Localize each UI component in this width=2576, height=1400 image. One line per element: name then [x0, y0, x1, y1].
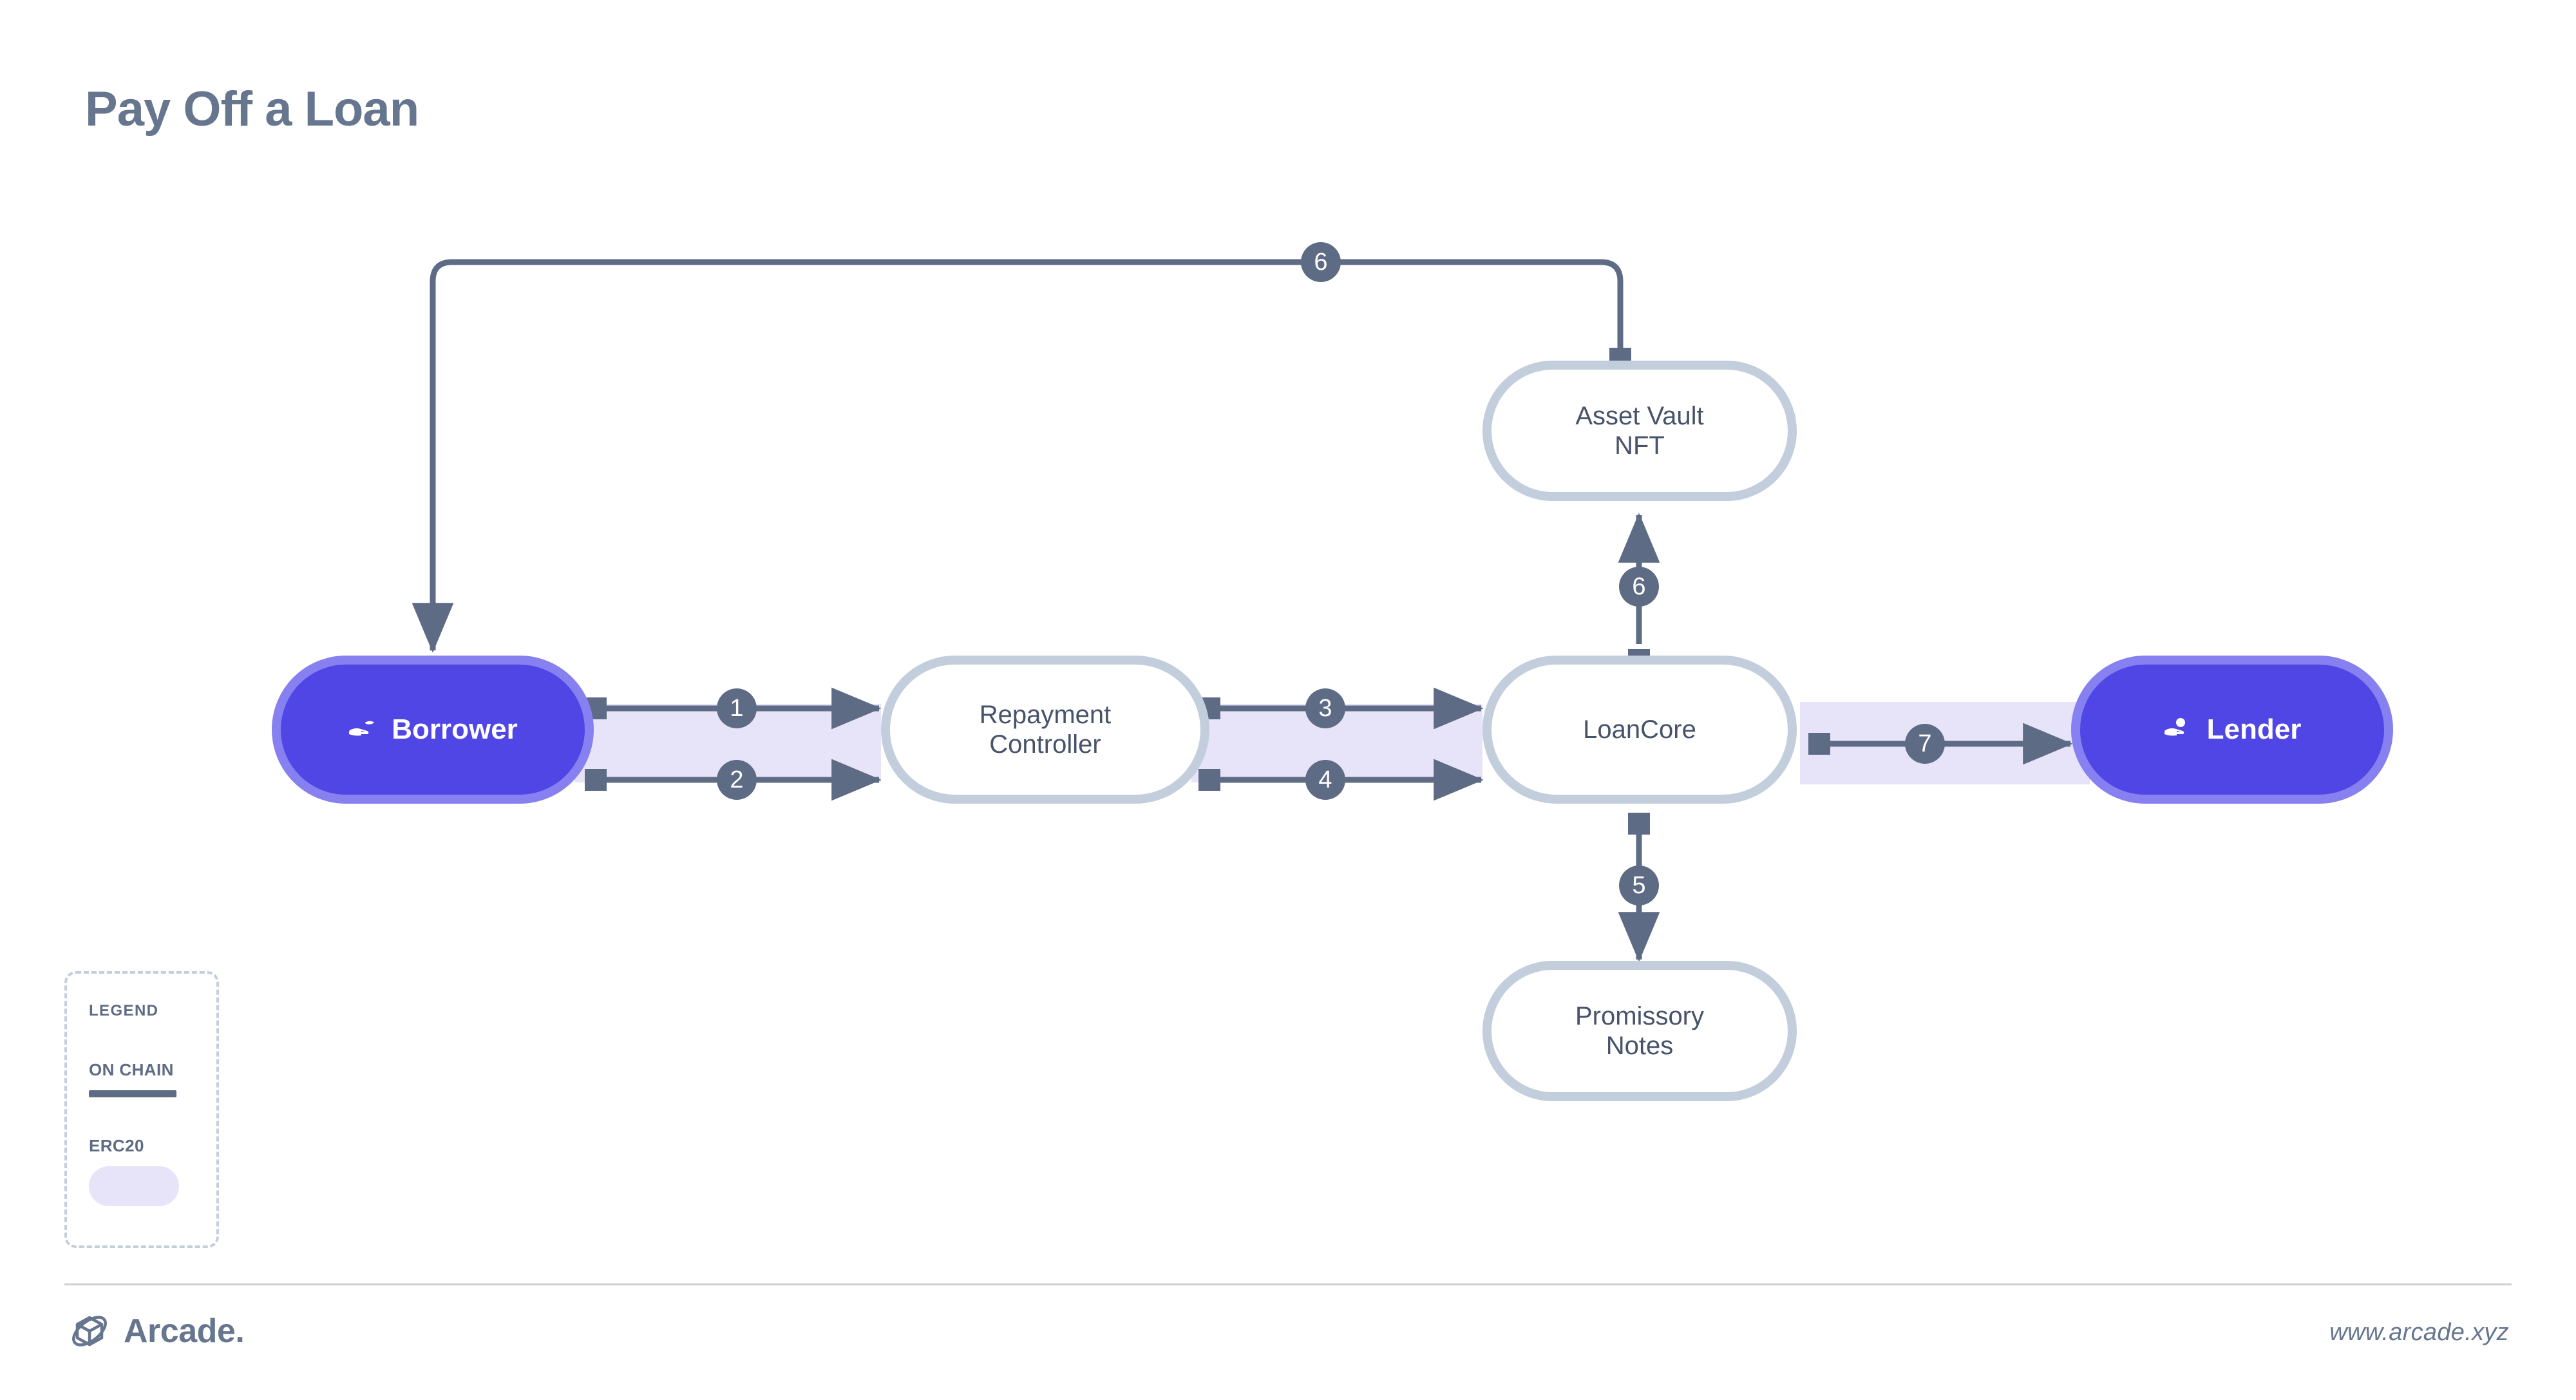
node-promissory-notes-label: Promissory Notes [1575, 1001, 1704, 1061]
node-borrower-label: Borrower [392, 714, 518, 745]
node-asset-vault-nft-label-line1: Asset Vault [1575, 401, 1704, 430]
node-loancore-label: LoanCore [1583, 715, 1696, 744]
page-title: Pay Off a Loan [85, 82, 419, 137]
node-lender[interactable]: Lender [2071, 656, 2393, 804]
step-badge-5: 5 [1619, 866, 1659, 905]
step-badge-4: 4 [1305, 760, 1345, 800]
step-badge-1-label: 1 [730, 695, 744, 722]
legend-item-erc20-label: ERC20 [89, 1136, 144, 1155]
step-badge-2-label: 2 [730, 766, 744, 793]
legend-item-on-chain-label: ON CHAIN [89, 1060, 174, 1079]
step-badge-1: 1 [717, 688, 757, 728]
edge-6-vault-borrower-path [412, 259, 1624, 653]
node-promissory-notes-label-line2: Notes [1605, 1032, 1674, 1060]
step-badge-6-vault-borrower: 6 [1301, 242, 1341, 282]
node-promissory-notes-label-line1: Promissory [1575, 1001, 1705, 1030]
legend-title: LEGEND [89, 1002, 159, 1019]
node-repayment-controller[interactable]: Repayment Controller [881, 656, 1209, 804]
step-badge-6-loancore-vault-label: 6 [1632, 573, 1646, 600]
step-badge-6-loancore-vault: 6 [1619, 567, 1659, 607]
step-badge-6-vault-borrower-label: 6 [1314, 249, 1328, 276]
edge-4-source-marker [1198, 769, 1220, 791]
node-repayment-controller-label-line2: Controller [989, 730, 1101, 759]
step-badge-5-label: 5 [1632, 872, 1646, 899]
node-lender-label: Lender [2206, 714, 2302, 745]
step-badge-3: 3 [1305, 688, 1345, 728]
node-asset-vault-nft[interactable]: Asset Vault NFT [1482, 361, 1797, 501]
step-badge-7: 7 [1905, 724, 1945, 764]
step-badge-3-label: 3 [1318, 695, 1332, 722]
step-badge-7-label: 7 [1918, 730, 1932, 757]
node-promissory-notes[interactable]: Promissory Notes [1482, 961, 1797, 1101]
node-borrower[interactable]: Borrower [272, 656, 594, 804]
node-repayment-controller-label: Repayment Controller [980, 700, 1112, 760]
node-repayment-controller-label-line1: Repayment [979, 700, 1112, 729]
footer-divider [64, 1283, 2512, 1285]
step-badge-4-label: 4 [1318, 766, 1332, 793]
hand-person-icon [2164, 718, 2185, 736]
edge-5-source-marker [1628, 813, 1650, 835]
arcade-cube-logo-icon [72, 1316, 107, 1347]
step-badge-2: 2 [717, 760, 757, 800]
edge-7-source-marker [1808, 733, 1830, 755]
node-asset-vault-nft-label: Asset Vault NFT [1575, 401, 1703, 461]
node-loancore[interactable]: LoanCore [1482, 656, 1797, 804]
node-asset-vault-nft-label-line2: NFT [1615, 431, 1665, 460]
footer-brand: Arcade. [70, 1311, 245, 1351]
footer-brand-name: Arcade. [124, 1312, 245, 1350]
edge-2-source-marker [585, 769, 607, 791]
hand-receive-icon [349, 721, 375, 736]
legend-panel: LEGEND ON CHAIN ERC20 [64, 971, 219, 1248]
footer-url: www.arcade.xyz [2329, 1319, 2509, 1346]
legend-on-chain-swatch [89, 1090, 176, 1097]
legend-erc20-swatch [89, 1166, 179, 1206]
